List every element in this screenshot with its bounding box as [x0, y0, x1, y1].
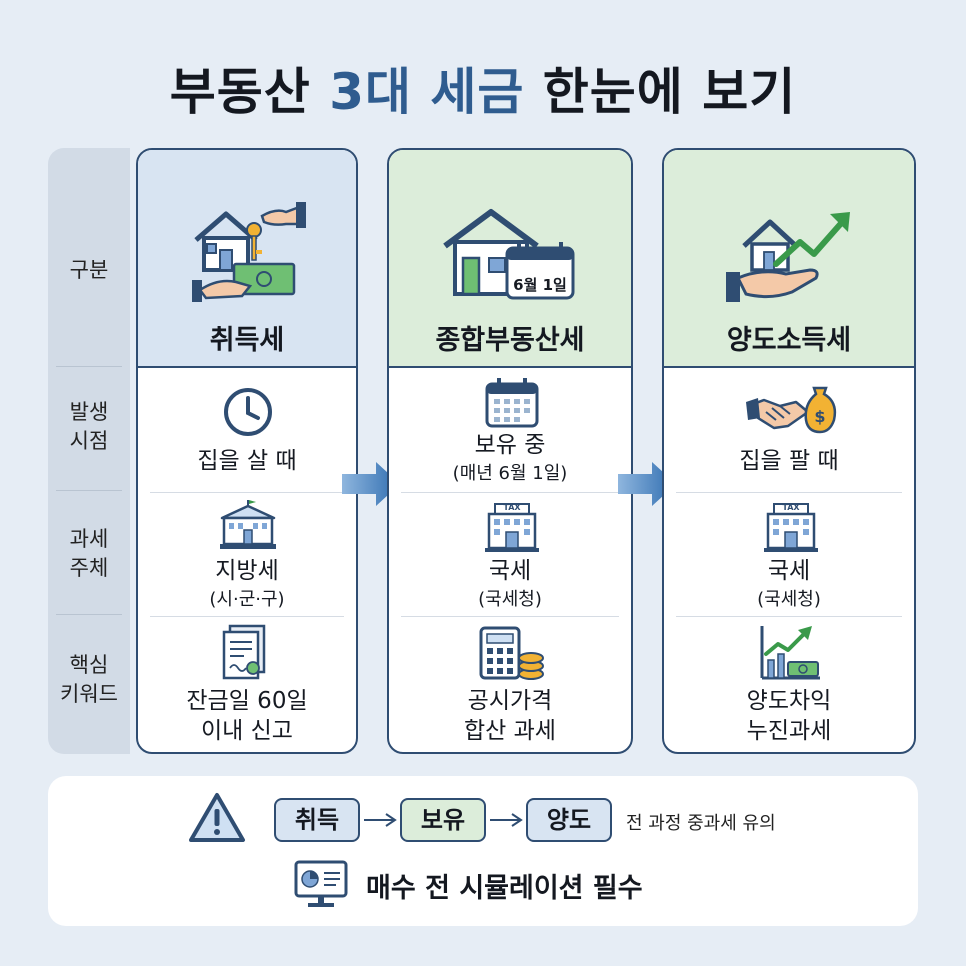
- column-capital-gains-tax: 양도소득세 $ 집을 팔 때 TAX 국세 (국세청) 양도차익 누진과세: [662, 148, 916, 754]
- column-header: 양도소득세: [664, 150, 914, 368]
- keyword-line-1: 공시가격: [467, 688, 553, 714]
- flow-arrow-icon: [618, 462, 676, 506]
- warning-icon: [189, 793, 245, 842]
- row-divider: [56, 614, 122, 615]
- row-label-category: 구분: [69, 258, 109, 282]
- header-divider: [138, 366, 356, 368]
- simulation-required-text: 매수 전 시뮬레이션 필수: [366, 873, 643, 904]
- document-icon: [222, 624, 266, 680]
- cell-divider: [401, 616, 619, 617]
- tax-name: 양도소득세: [726, 325, 852, 356]
- row-label-authority-2: 주체: [69, 556, 109, 580]
- cell-divider: [676, 616, 902, 617]
- city-hall-icon: [220, 500, 276, 549]
- timing-subtext: (매년 6월 1일): [452, 463, 568, 484]
- header-divider: [664, 366, 914, 368]
- keyword-line-2: 누진과세: [746, 718, 832, 744]
- keyword-line-1: 잔금일 60일: [186, 688, 308, 714]
- authority-text: 국세: [488, 558, 532, 584]
- keyword-line-2: 이내 신고: [201, 718, 293, 744]
- presentation-monitor-icon: [294, 860, 348, 907]
- tax-office-icon: [764, 503, 818, 552]
- calculator-coins-icon: [479, 626, 544, 680]
- authority-subtext: (국세청): [478, 589, 542, 610]
- keyword-line-1: 양도차익: [746, 688, 832, 714]
- page-title: 부동산 3대 세금 한눈에 보기: [0, 52, 966, 124]
- title-highlight: 3대 세금: [329, 63, 525, 121]
- timing-text: 집을 살 때: [197, 448, 297, 474]
- authority-subtext: (시·군·구): [209, 589, 285, 610]
- row-divider: [56, 366, 122, 367]
- flow-arrow-icon: [342, 462, 400, 506]
- authority-text: 지방세: [215, 558, 279, 584]
- row-labels-panel: 구분 발생 시점 과세 주체 핵심 키워드: [48, 148, 130, 754]
- svg-text:$: $: [814, 407, 825, 426]
- row-label-timing-2: 시점: [69, 429, 109, 453]
- keyword-line-2: 합산 과세: [464, 718, 556, 744]
- tax-sign-label: TAX: [503, 503, 521, 512]
- calendar-icon: [485, 378, 539, 428]
- row-divider: [56, 490, 122, 491]
- clock-icon: [224, 388, 272, 436]
- house-calendar-icon: [443, 209, 575, 300]
- house-key-money-icon: [192, 202, 306, 302]
- cell-divider: [676, 492, 902, 493]
- timing-text: 집을 팔 때: [739, 448, 839, 474]
- authority-text: 국세: [767, 558, 811, 584]
- title-part2: 한눈에 보기: [524, 63, 797, 121]
- arrow-right-icon: [364, 813, 397, 827]
- header-divider: [389, 366, 631, 368]
- column-header: 취득세: [138, 150, 356, 368]
- house-growth-hand-icon: [726, 212, 850, 302]
- growth-chart-icon: [760, 626, 820, 680]
- cell-divider: [150, 616, 344, 617]
- tax-sign-label: TAX: [782, 503, 800, 512]
- caution-note: 전 과정 중과세 유의: [626, 813, 776, 834]
- tax-office-icon: [485, 503, 539, 552]
- handshake-moneybag-icon: $: [746, 386, 837, 434]
- calendar-date-label: 6월 1일: [513, 276, 567, 294]
- stage-acquisition: 취득: [274, 798, 360, 842]
- stage-transfer: 양도: [526, 798, 612, 842]
- row-label-authority-1: 과세: [69, 527, 109, 551]
- timing-text: 보유 중: [474, 432, 546, 458]
- cell-divider: [150, 492, 344, 493]
- column-acquisition-tax: 취득세 집을 살 때 지방세 (시·군·구) 잔금일 60일 이내 신고: [136, 148, 358, 754]
- arrow-right-icon: [490, 813, 523, 827]
- summary-panel: 취득 보유 양도 전 과정 중과세 유의 매수 전 시뮬레이션 필수: [48, 776, 918, 926]
- cell-divider: [401, 492, 619, 493]
- row-label-keyword-1: 핵심: [69, 653, 109, 677]
- tax-name: 종합부동산세: [435, 325, 585, 356]
- row-label-keyword-2: 키워드: [60, 682, 118, 706]
- column-header: 6월 1일 종합부동산세: [389, 150, 631, 368]
- title-part1: 부동산: [169, 63, 330, 121]
- column-comprehensive-property-tax: 6월 1일 종합부동산세 보유 중 (매년 6월 1일) TAX 국세 (국세청…: [387, 148, 633, 754]
- row-label-timing-1: 발생: [69, 400, 109, 424]
- stage-holding: 보유: [400, 798, 486, 842]
- tax-name: 취득세: [209, 325, 285, 356]
- authority-subtext: (국세청): [757, 589, 821, 610]
